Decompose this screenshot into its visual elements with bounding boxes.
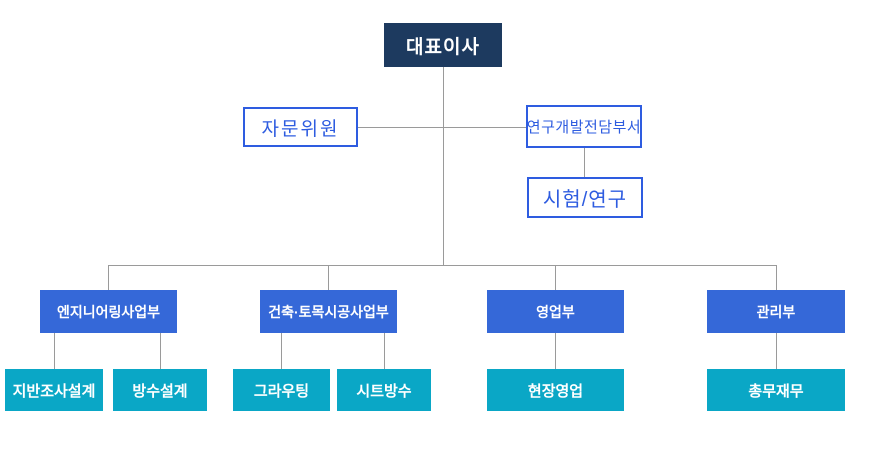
- connector-division-sales: [555, 265, 556, 290]
- test-research-box: 시험/연구: [527, 177, 643, 218]
- division-engineering-box: 엔지니어링사업부: [40, 290, 177, 333]
- team-waterproof-design-box: 방수설계: [113, 369, 207, 411]
- team-grouting-label: 그라우팅: [253, 382, 310, 400]
- team-sheet-waterproof-box: 시트방수: [337, 369, 431, 411]
- connector-team-ground-survey: [54, 333, 55, 369]
- connector-division-construction: [328, 265, 329, 290]
- connector-team-general-affairs: [776, 333, 777, 369]
- rnd-box: 연구개발전담부서: [526, 105, 642, 148]
- team-field-sales-label: 현장영업: [527, 382, 584, 400]
- connector-division-admin: [776, 265, 777, 290]
- connector-division-engineering: [108, 265, 109, 290]
- connector-team-field-sales: [555, 333, 556, 369]
- test-research-label: 시험/연구: [542, 189, 628, 211]
- division-engineering-label: 엔지니어링사업부: [56, 303, 161, 320]
- team-waterproof-design-label: 방수설계: [132, 382, 188, 400]
- connector-team-waterproof-design: [160, 333, 161, 369]
- division-sales-label: 영업부: [536, 303, 575, 320]
- team-general-affairs-label: 총무재무: [748, 382, 804, 400]
- advisory-label: 자문위원: [261, 118, 340, 140]
- team-sheet-waterproof-label: 시트방수: [356, 382, 412, 400]
- advisory-box: 자문위원: [243, 107, 358, 147]
- division-admin-box: 관리부: [707, 290, 845, 333]
- team-field-sales-box: 현장영업: [487, 369, 624, 411]
- connector-ceo-vertical: [443, 67, 444, 265]
- team-ground-survey-box: 지반조사설계: [5, 369, 103, 411]
- team-ground-survey-label: 지반조사설계: [12, 382, 96, 400]
- team-general-affairs-box: 총무재무: [707, 369, 845, 411]
- team-grouting-box: 그라우팅: [233, 369, 330, 411]
- connector-divisions-horizontal: [108, 265, 776, 266]
- division-construction-box: 건축·토목시공사업부: [260, 290, 397, 333]
- rnd-label: 연구개발전담부서: [526, 119, 642, 136]
- ceo-box: 대표이사: [384, 23, 502, 67]
- ceo-label: 대표이사: [406, 36, 480, 58]
- connector-advisory-rnd-horizontal: [358, 127, 526, 128]
- connector-team-grouting: [281, 333, 282, 369]
- division-sales-box: 영업부: [487, 290, 624, 333]
- connector-rnd-test-vertical: [584, 148, 585, 177]
- division-construction-label: 건축·토목시공사업부: [268, 303, 389, 320]
- connector-team-sheet-waterproof: [384, 333, 385, 369]
- division-admin-label: 관리부: [756, 303, 796, 320]
